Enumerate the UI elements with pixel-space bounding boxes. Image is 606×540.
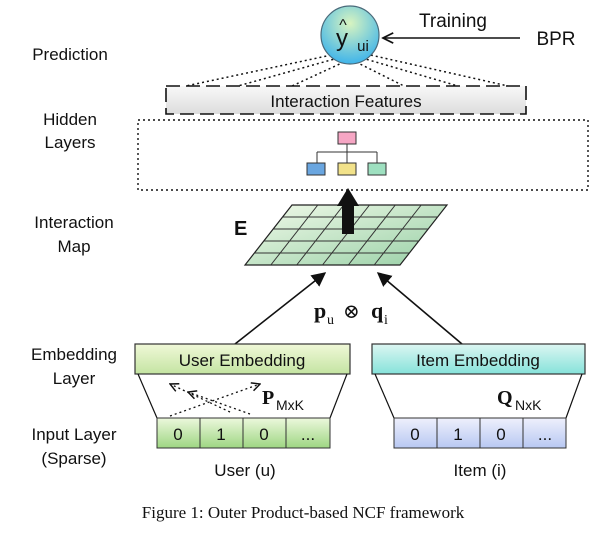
item-to-map-arrow <box>376 272 463 345</box>
input-cell-value: 1 <box>453 425 462 444</box>
p-vector: p <box>314 298 326 323</box>
prediction-symbol: y <box>336 25 348 52</box>
item-embedding-label: Item Embedding <box>416 351 540 370</box>
input-cell-value: 1 <box>216 425 225 444</box>
user-matrix-subscript: MxK <box>276 397 305 413</box>
outer-product-operator: ⊗ <box>343 301 360 323</box>
prediction-subscript: ui <box>357 38 369 55</box>
prediction-node: ^ y ui <box>320 5 380 65</box>
label-interaction-1: Interaction <box>34 213 113 232</box>
q-subscript: i <box>384 313 388 328</box>
label-input-2: (Sparse) <box>41 449 106 468</box>
network-tree-icon <box>306 131 387 176</box>
ncf-diagram: Prediction Hidden Layers Interaction Map… <box>31 5 589 480</box>
training-loss: BPR <box>536 29 575 50</box>
label-prediction: Prediction <box>32 45 108 64</box>
input-cell-value: ... <box>301 425 315 444</box>
input-cell <box>436 417 481 449</box>
input-cell <box>242 417 287 449</box>
figure-caption: Figure 1: Outer Product-based NCF framew… <box>141 503 465 522</box>
input-cell <box>285 417 331 449</box>
label-embedding-1: Embedding <box>31 345 117 364</box>
input-cell <box>479 417 524 449</box>
map-to-hidden-arrow <box>337 188 359 234</box>
input-cell <box>522 417 567 449</box>
user-matrix: P <box>262 387 274 409</box>
label-input-1: Input Layer <box>31 425 116 444</box>
interaction-features-label: Interaction Features <box>270 92 421 111</box>
user-embedding-label: User Embedding <box>179 351 306 370</box>
interaction-features-bar: Interaction Features <box>165 85 527 115</box>
layer-labels: Prediction Hidden Layers Interaction Map… <box>31 45 117 468</box>
label-embedding-2: Layer <box>53 369 96 388</box>
input-cell-value: 0 <box>410 425 419 444</box>
user-embedding-block: User Embedding P MxK <box>134 343 351 419</box>
input-cell-value: ... <box>538 425 552 444</box>
hidden-layers-box <box>137 119 589 191</box>
input-cell-value: 0 <box>259 425 268 444</box>
item-input-caption: Item (i) <box>454 461 507 480</box>
interaction-map-symbol: E <box>234 218 247 240</box>
user-input-caption: User (u) <box>214 461 275 480</box>
interaction-map: E <box>234 204 449 266</box>
label-hidden-1: Hidden <box>43 110 97 129</box>
item-embedding-block: Item Embedding Q NxK <box>371 343 586 419</box>
item-matrix: Q <box>497 387 513 409</box>
training-label: Training <box>419 11 487 32</box>
item-matrix-subscript: NxK <box>515 397 542 413</box>
user-input-vector: 0 1 0 ... User (u) <box>156 417 331 480</box>
prediction-hat: ^ <box>339 17 347 34</box>
label-interaction-2: Map <box>57 237 90 256</box>
q-vector: q <box>371 298 384 323</box>
node-connections <box>185 53 509 87</box>
user-to-map-arrow <box>234 272 327 345</box>
item-input-vector: 0 1 0 ... Item (i) <box>393 417 567 480</box>
input-cell-value: 0 <box>173 425 182 444</box>
input-cell-value: 0 <box>496 425 505 444</box>
p-subscript: u <box>327 313 334 328</box>
label-hidden-2: Layers <box>44 133 95 152</box>
outer-product-label: p u ⊗ q i <box>314 298 388 328</box>
